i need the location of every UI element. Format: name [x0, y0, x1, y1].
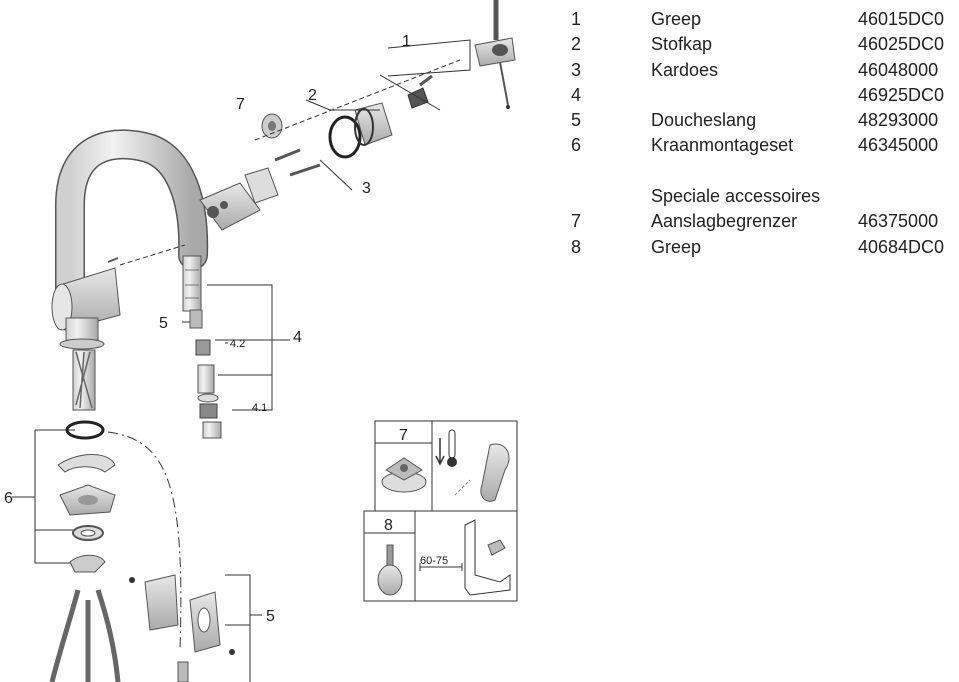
callouts: 1 2 3 4 4.2 4.1 5 5 6 7 [4, 33, 411, 625]
part-name: Greep [651, 236, 702, 257]
part-code: 46375000 [858, 211, 939, 232]
callout-4-1: 4.1 [252, 402, 267, 414]
part-number: 7 [571, 211, 582, 232]
inset-label-7: 7 [399, 427, 408, 444]
callout-5-upper: 5 [159, 315, 168, 332]
part-number: 1 [571, 9, 582, 29]
part-number: 6 [571, 135, 582, 156]
part-name: Stofkap [651, 34, 713, 55]
handle-part [474, 0, 516, 109]
callout-2: 2 [308, 87, 317, 104]
limiter-icon [381, 457, 427, 493]
part-name: Greep [651, 9, 702, 29]
inset-label-8: 8 [384, 517, 393, 534]
cartridge-assembly [199, 74, 433, 231]
part-code: 46025DC0 [858, 34, 945, 55]
part-name: Aanslagbegrenzer [651, 211, 798, 232]
part-number: 3 [571, 59, 582, 80]
mounting-set [49, 420, 121, 682]
part-number: 4 [571, 84, 582, 105]
part-name: Kraanmontageset [651, 135, 794, 156]
callout-3: 3 [362, 180, 371, 197]
part-code: 46345000 [858, 135, 939, 156]
part-name: Doucheslang [651, 110, 757, 131]
thermometer-icon [435, 429, 457, 467]
hose-holder [129, 574, 235, 682]
callout-4: 4 [293, 329, 302, 346]
part-name: Kardoes [651, 59, 719, 80]
callout-5-lower: 5 [266, 608, 275, 625]
callout-6: 6 [4, 490, 13, 507]
handle-8-icon [377, 544, 403, 596]
accessories-heading-text: Speciale accessoires [651, 186, 821, 207]
part-code: 46048000 [858, 59, 939, 80]
part-code: 46015DC0 [858, 9, 945, 29]
part-number: 5 [571, 110, 582, 131]
callout-1: 1 [402, 33, 411, 50]
leader-lines [12, 39, 471, 682]
faucet-body [51, 129, 209, 411]
part-code: 46925DC0 [858, 84, 945, 105]
dimension-drawing: 60-75 [419, 519, 511, 596]
accessory-inset: 7 8 60-75 [363, 420, 518, 602]
part-number: 8 [571, 236, 582, 257]
aerator-parts [195, 339, 222, 439]
callout-4-2: 4.2 [230, 338, 245, 350]
lever-icon [454, 443, 510, 502]
hose-end [182, 255, 203, 329]
callout-7: 7 [236, 96, 245, 113]
part-code: 48293000 [858, 110, 939, 131]
part-number: 2 [571, 34, 582, 55]
part-code: 40684DC0 [858, 236, 945, 257]
dimension-label: 60-75 [420, 555, 448, 567]
